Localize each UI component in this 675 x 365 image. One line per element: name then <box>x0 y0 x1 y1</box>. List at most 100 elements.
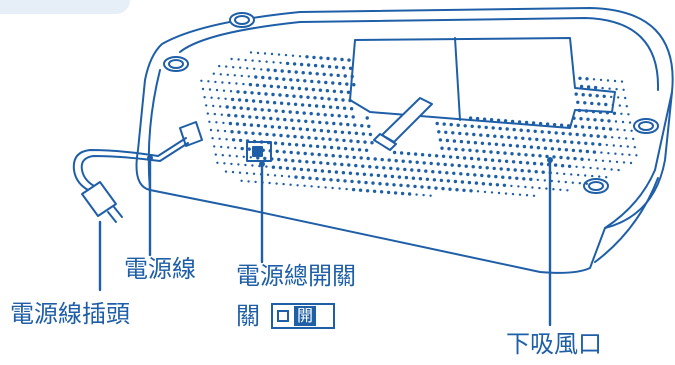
vent-dot <box>288 110 292 114</box>
vent-dot <box>263 156 267 161</box>
vent-dot <box>326 129 331 133</box>
vent-dot <box>338 154 342 158</box>
vent-dot <box>538 186 541 190</box>
vent-dot <box>552 155 556 159</box>
vent-dot <box>475 116 480 121</box>
vent-dot <box>355 172 360 176</box>
vent-dot <box>600 151 603 154</box>
leader-dot-cord <box>147 155 153 161</box>
vent-dot <box>566 156 570 160</box>
vent-dot <box>335 138 339 142</box>
vent-dot <box>316 112 320 116</box>
vent-dot <box>330 113 334 118</box>
vent-dot <box>574 92 578 96</box>
vent-dot <box>364 180 368 185</box>
vent-dot <box>382 166 386 170</box>
vent-dot <box>598 142 602 147</box>
vent-dot <box>608 127 613 131</box>
vent-dot <box>249 156 252 159</box>
vent-dot <box>483 157 488 162</box>
vent-dot <box>375 165 379 169</box>
vent-dot <box>612 111 617 116</box>
vent-dot <box>299 62 304 67</box>
vent-dot <box>293 134 297 139</box>
vent-dot <box>627 113 630 116</box>
vent-dot <box>575 165 578 168</box>
leader-dot-switch <box>259 161 265 167</box>
vent-dot <box>228 121 233 126</box>
vent-dot <box>364 148 369 152</box>
foot-rear-right-inner <box>638 121 654 131</box>
vent-dot <box>327 169 332 174</box>
vent-dot <box>491 126 495 130</box>
vent-dot <box>324 80 328 85</box>
vent-dot <box>302 111 306 115</box>
vent-dot <box>557 180 560 183</box>
vent-dot <box>298 55 302 58</box>
vent-dot <box>427 185 431 190</box>
vent-dot <box>515 176 519 180</box>
vent-dot <box>368 165 372 169</box>
vent-dot <box>284 126 289 130</box>
vent-dot <box>538 154 542 158</box>
vent-dot <box>517 185 520 188</box>
vent-dot <box>331 154 335 158</box>
vent-dot <box>469 156 474 161</box>
vent-dot <box>570 173 573 176</box>
vent-dot <box>624 96 627 100</box>
vent-dot <box>207 80 210 83</box>
vent-dot <box>246 107 250 111</box>
vent-dot <box>269 84 274 89</box>
vent-dot <box>504 192 508 195</box>
vent-dot <box>346 122 350 127</box>
rear-end-panel <box>604 91 673 229</box>
vent-dot <box>276 85 281 89</box>
vent-dot <box>616 128 619 131</box>
vent-dot <box>447 147 451 151</box>
vent-dot <box>597 102 601 106</box>
vent-dot <box>584 109 589 113</box>
vent-dot <box>552 123 557 127</box>
vent-dot <box>560 164 565 168</box>
vent-dot <box>618 104 621 107</box>
vent-dot <box>216 161 219 164</box>
vent-dot <box>525 194 529 197</box>
vent-dot <box>290 118 294 122</box>
vent-dot <box>503 119 508 123</box>
vent-dot <box>552 188 555 191</box>
vent-dot <box>614 152 617 155</box>
vent-dot <box>292 62 297 66</box>
vent-dot <box>345 155 349 159</box>
vent-dot <box>341 171 346 175</box>
vent-dot-pattern <box>200 51 638 197</box>
label-power-plug: 電源線插頭 <box>10 300 130 328</box>
vent-dot <box>271 92 275 97</box>
vent-dot <box>550 179 553 183</box>
vent-dot <box>301 175 305 180</box>
vent-dot <box>251 131 255 135</box>
vent-dot <box>286 134 290 138</box>
vent-dot <box>320 64 325 68</box>
vent-dot <box>349 139 353 143</box>
vent-dot <box>460 180 465 184</box>
vent-dot <box>563 140 567 144</box>
vent-dot <box>608 160 612 163</box>
vent-dot <box>577 141 581 145</box>
vent-dot <box>457 163 461 168</box>
vent-dot <box>254 75 258 79</box>
vent-dot <box>615 160 619 164</box>
vent-dot <box>230 162 233 166</box>
vent-dot <box>318 88 323 92</box>
vent-dot <box>519 128 523 132</box>
vent-dot <box>265 100 270 104</box>
vent-dot <box>376 173 381 178</box>
vent-dot <box>289 183 292 186</box>
vent-dot <box>464 164 468 168</box>
vent-dot <box>441 186 445 191</box>
vent-dot <box>454 147 458 151</box>
vent-dot <box>272 133 276 137</box>
vent-dot <box>213 145 216 148</box>
vent-dot <box>298 127 303 131</box>
vent-dot <box>272 61 275 64</box>
vent-dot <box>580 125 585 129</box>
